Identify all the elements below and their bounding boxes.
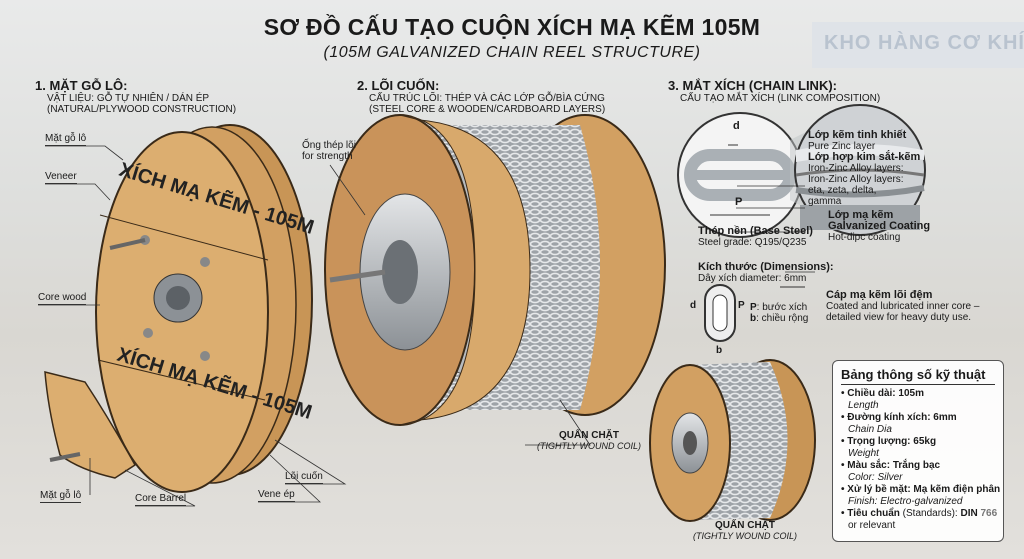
coating-label: Lớp mạ kẽm Galvanized Coating Hot-dipc c… [828, 209, 931, 244]
cable-line1: Coated and lubricated inner core – [826, 301, 980, 312]
section-2-header: 2. LÕI CUỐN: CẤU TRÚC LÕI: THÉP VÀ CÁC L… [357, 78, 605, 115]
steel-tube-line1: Ống thép lõi [302, 140, 356, 151]
exploded-reel-face: XÍCH MẠ KẼM - 105M XÍCH MẠ KẼM - 105M [44, 124, 317, 493]
alloy-en-1: Iron-Zinc Alloy layers: [808, 163, 904, 174]
chain-link-detail [677, 104, 926, 238]
section-3-header: 3. MẮT XÍCH (CHAIN LINK): CẤU TẠO MẮT XÍ… [668, 78, 880, 104]
alloy-en-3: eta, zeta, delta, [808, 185, 877, 196]
label-wound: QUẤN CHẶT (TIGHTLY WOUND COIL) [537, 430, 641, 452]
leader-lines [38, 145, 815, 507]
bottom-wound: QUẤN CHẶT [715, 520, 775, 531]
label-face-2: Mặt gỗ lô [40, 490, 82, 503]
cable-line2: detailed view for heavy duty use. [826, 312, 972, 323]
small-wound-reel [649, 359, 816, 522]
wound-label: QUẤN CHẶT [559, 430, 619, 441]
dimensions-sub: Dây xích diameter: 6mm [698, 273, 807, 284]
legend-b-desc: : chiều rộng [756, 313, 809, 324]
label-face: Mặt gỗ lô [45, 133, 87, 146]
alloy-en-4: gamma [808, 196, 842, 207]
coating-vi: Lớp mạ kẽm [828, 209, 894, 221]
alloy-label: Lớp hợp kim sắt-kẽm [808, 151, 921, 163]
dim-link-b: b [716, 345, 723, 356]
label-steel-tube: Ống thép lõi for strength [302, 140, 356, 162]
label-core-wood: Core wood [38, 292, 87, 305]
label-veneer-press: Vene ép [258, 489, 295, 502]
label-veneer: Veneer [45, 171, 77, 184]
section-3-line1: CẤU TẠO MẮT XÍCH (LINK COMPOSITION) [680, 93, 881, 104]
legend-p: P [750, 302, 757, 313]
section-2-heading: 2. LÕI CUỐN: [357, 78, 440, 93]
spec-title: Bảng thông số kỹ thuật [841, 367, 995, 385]
section-2-line2: (STEEL CORE & WOODEN/CARDBOARD LAYERS) [369, 104, 606, 115]
section-1-line2: (NATURAL/PLYWOOD CONSTRUCTION) [47, 104, 237, 115]
bottom-wound-en: (TIGHTLY WOUND COIL) [693, 531, 798, 541]
section-1-header: 1. MẶT GỖ LÔ: VẬT LIỆU: GỖ TỰ NHIÊN / DÁ… [35, 78, 236, 115]
legend-p-desc: : bước xích [756, 302, 808, 313]
section-1-line1: VẬT LIỆU: GỖ TỰ NHIÊN / DÁN ÉP [47, 93, 210, 104]
page-subtitle: (105M GALVANIZED CHAIN REEL STRUCTURE) [323, 44, 701, 61]
steel-tube-line2: for strength [302, 151, 353, 162]
base-steel-label: Thép nền (Base Steel) Steel grade: Q195/… [698, 225, 813, 249]
dim-link-p: P [738, 300, 745, 311]
dim-link-d: d [690, 300, 697, 311]
label-core-barrel: Core Barrel [135, 493, 187, 506]
coating-en: Galvanized Coating [828, 220, 931, 232]
dim-legend: P: bước xích b: chiều rộng [750, 302, 808, 324]
legend-b: b [750, 313, 757, 324]
wound-label-en: (TIGHTLY WOUND COIL) [537, 441, 642, 451]
core-reel-cutaway [324, 114, 666, 426]
background-sign: KHO HÀNG CƠ KHÍ [812, 22, 1024, 68]
coating-sub: Hot-dipc coating [828, 232, 901, 243]
alloy-en-2: Iron-Zinc Alloy layers: [808, 174, 904, 185]
cable-title: Cáp mạ kẽm lõi đệm [826, 289, 933, 301]
dim-p-label: P [735, 196, 743, 208]
bottom-wound-label: QUẤN CHẶT (TIGHTLY WOUND COIL) [693, 520, 797, 542]
dimensions-title: Kích thước (Dimensions): [698, 261, 834, 273]
base-steel-title: Thép nền (Base Steel) [698, 225, 813, 237]
section-2-line1: CẤU TRÚC LÕI: THÉP VÀ CÁC LỚP GỖ/BÌA CỨN… [369, 93, 605, 104]
base-steel-grade: Steel grade: Q195/Q235 [698, 237, 807, 248]
section-1-heading: 1. MẶT GỖ LÔ: [35, 78, 128, 93]
spec-table: Bảng thông số kỹ thuật • Chiều dài: 105m… [832, 360, 1004, 542]
dimensions-label: Kích thước (Dimensions): Dây xích diamet… [698, 261, 834, 285]
section-3-heading: 3. MẮT XÍCH (CHAIN LINK): [668, 78, 837, 93]
pure-zinc-en: Pure Zinc layer [808, 141, 876, 152]
label-core: Lõi cuốn [285, 471, 323, 484]
dim-d-label: d [733, 120, 740, 132]
cable-note: Cáp mạ kẽm lõi đệm Coated and lubricated… [826, 289, 980, 324]
dimension-link-icon [704, 284, 805, 342]
pure-zinc-label: Lớp kẽm tinh khiết [808, 129, 907, 141]
zinc-layers-legend: Lớp kẽm tinh khiết Pure Zinc layer Lớp h… [808, 129, 921, 208]
page-title: SƠ ĐỒ CẤU TẠO CUỘN XÍCH MẠ KẼM 105M [263, 14, 761, 40]
